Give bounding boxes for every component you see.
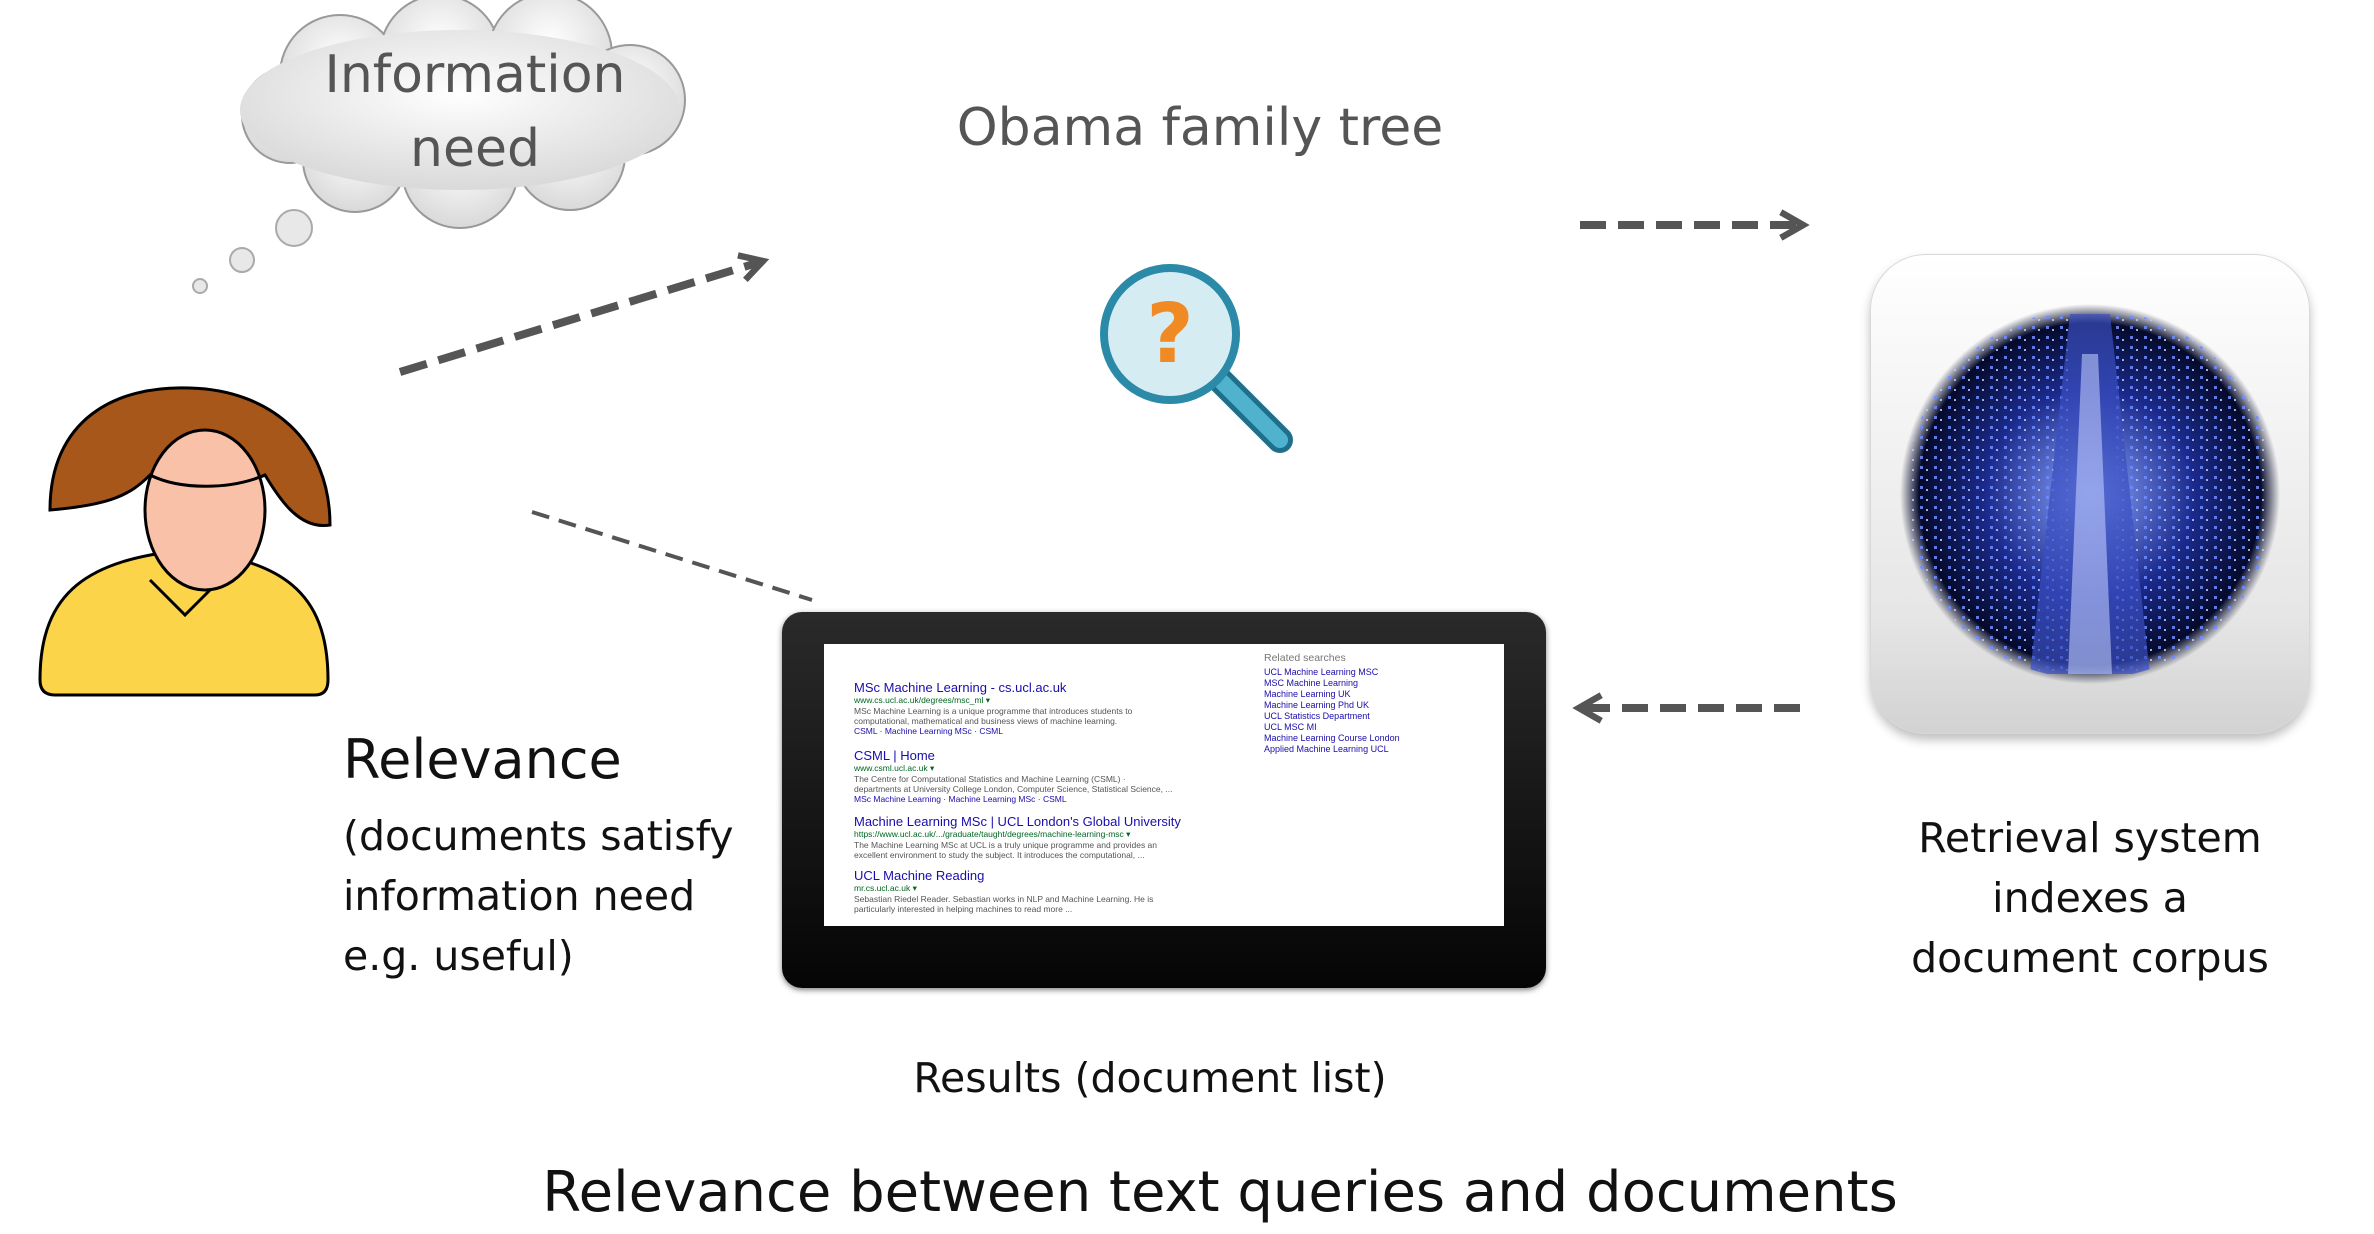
- result-snippet: computational, mathematical and business…: [854, 716, 1118, 726]
- result-url: www.csml.ucl.ac.uk ▾: [854, 763, 935, 773]
- result-title[interactable]: Machine Learning MSc | UCL London's Glob…: [854, 814, 1181, 829]
- relevance-line-3: e.g. useful): [343, 932, 574, 980]
- related-searches-heading: Related searches: [1264, 652, 1346, 664]
- result-snippet: The Centre for Computational Statistics …: [854, 774, 1126, 784]
- results-caption: Results (document list): [913, 1054, 1387, 1102]
- result-title[interactable]: CSML | Home: [854, 748, 935, 763]
- slide-caption: Relevance between text queries and docum…: [542, 1160, 1898, 1225]
- query-text: Obama family tree: [956, 98, 1444, 158]
- svg-text:?: ?: [1146, 287, 1194, 382]
- related-search-link[interactable]: UCL MSC MI: [1264, 722, 1317, 732]
- related-search-link[interactable]: MSC Machine Learning: [1264, 678, 1359, 688]
- system-line-2: indexes a: [1992, 874, 2188, 922]
- result-item: Machine Learning MSc | UCL London's Glob…: [854, 814, 1284, 860]
- relevance-dashed-line: [531, 510, 813, 602]
- result-snippet: Sebastian Riedel Reader. Sebastian works…: [854, 894, 1154, 904]
- relevance-line-2: information need: [343, 872, 696, 920]
- result-item: MSc Machine Learning - cs.ucl.ac.uk www.…: [854, 680, 1284, 736]
- relevance-line-1: (documents satisfy: [343, 812, 734, 860]
- related-search-link[interactable]: UCL Machine Learning MSC: [1264, 667, 1379, 677]
- related-search-link[interactable]: Machine Learning Course London: [1264, 733, 1400, 743]
- result-snippet: MSc Machine Learning is a unique program…: [854, 706, 1133, 716]
- system-line-3: document corpus: [1911, 934, 2269, 982]
- result-snippet: The Machine Learning MSc at UCL is a tru…: [854, 840, 1158, 850]
- retrieval-system-caption: Retrieval system indexes a document corp…: [1880, 808, 2300, 988]
- related-search-link[interactable]: Applied Machine Learning UCL: [1264, 744, 1389, 754]
- thought-line-2: need: [410, 119, 540, 179]
- arrow-user-to-query: [398, 252, 770, 376]
- result-sitelinks[interactable]: MSc Machine Learning · Machine Learning …: [854, 794, 1067, 804]
- relevance-title: Relevance: [343, 728, 622, 791]
- magnifier-question-icon: ?: [1100, 264, 1293, 453]
- result-url: mr.cs.ucl.ac.uk ▾: [854, 883, 917, 893]
- retrieval-system-box: [1870, 254, 2310, 734]
- result-title[interactable]: UCL Machine Reading: [854, 868, 985, 883]
- data-center-icon: [1900, 304, 2280, 684]
- thought-line-1: Information: [324, 45, 626, 105]
- related-search-link[interactable]: Machine Learning Phd UK: [1264, 700, 1370, 710]
- result-sitelinks[interactable]: CSML · Machine Learning MSc · CSML: [854, 726, 1003, 736]
- related-search-link[interactable]: UCL Statistics Department: [1264, 711, 1370, 721]
- thought-bubble-icon: [192, 0, 686, 294]
- system-line-1: Retrieval system: [1918, 814, 2262, 862]
- related-search-link[interactable]: Machine Learning UK: [1264, 689, 1351, 699]
- result-url: https://www.ucl.ac.uk/.../graduate/taugh…: [854, 829, 1131, 839]
- result-snippet: departments at University College London…: [854, 784, 1173, 794]
- related-searches: Related searches UCL Machine Learning MS…: [1264, 652, 1494, 755]
- result-item: CSML | Home www.csml.ucl.ac.uk ▾ The Cen…: [854, 748, 1284, 804]
- results-screen: MSc Machine Learning - cs.ucl.ac.uk www.…: [824, 644, 1504, 926]
- user-avatar-icon: [38, 386, 332, 697]
- result-snippet: particularly interested in helping machi…: [854, 904, 1073, 914]
- result-item: UCL Machine Reading mr.cs.ucl.ac.uk ▾ Se…: [854, 868, 1284, 914]
- result-snippet: excellent environment to study the subje…: [854, 850, 1145, 860]
- relevance-description: (documents satisfy information need e.g.…: [343, 806, 773, 986]
- results-tablet: MSc Machine Learning - cs.ucl.ac.uk www.…: [782, 612, 1546, 988]
- result-title[interactable]: MSc Machine Learning - cs.ucl.ac.uk: [854, 680, 1067, 695]
- thought-bubble-text: Information need: [255, 38, 695, 186]
- result-url: www.cs.ucl.ac.uk/degrees/msc_ml ▾: [854, 695, 991, 705]
